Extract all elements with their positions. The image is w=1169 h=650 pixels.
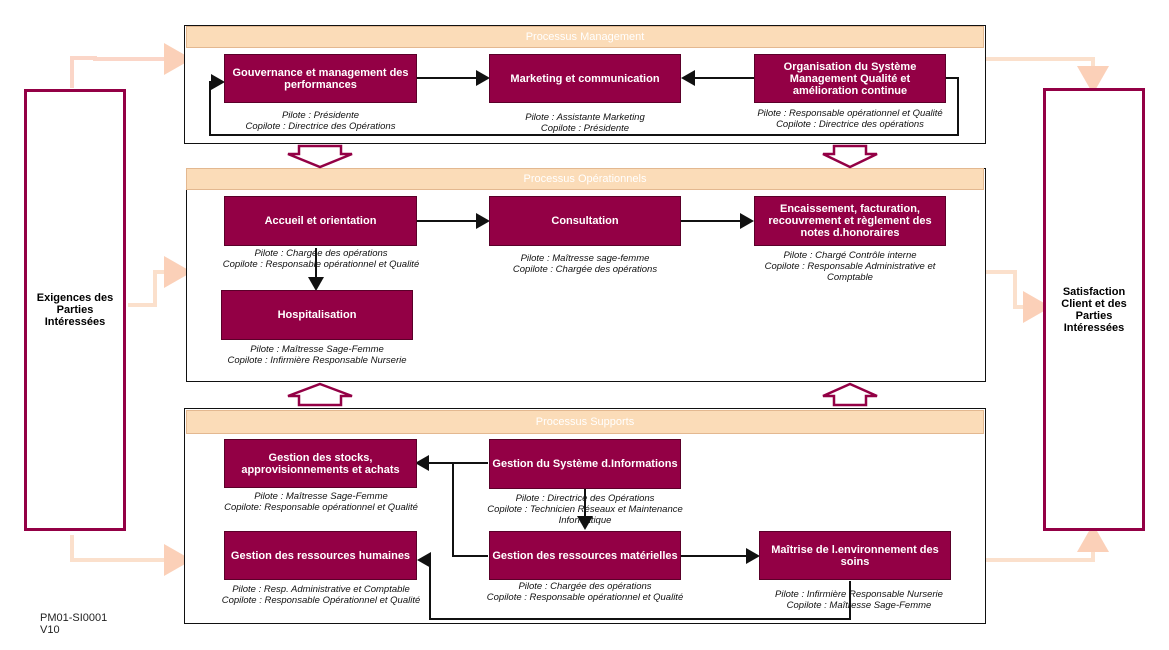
process-si-title: Gestion du Système d.Informations: [492, 458, 678, 470]
pilot-encaissement-copilote: Copilote : Responsable Administrative et…: [764, 261, 936, 283]
pilot-marketing-copilote: Copilote : Présidente: [540, 123, 630, 134]
pilot-environnement-pilote: Pilote : Infirmière Responsable Nurserie: [775, 589, 943, 600]
process-encaissement[interactable]: Encaissement, facturation, recouvrement …: [754, 196, 946, 246]
process-rh-title: Gestion des ressources humaines: [230, 549, 411, 562]
pilot-si-copilote: Copilote : Technicien Réseaux et Mainten…: [487, 504, 683, 526]
pilot-environnement: Pilote : Infirmière Responsable Nurserie…: [752, 589, 966, 611]
requirements-box: Exigences des Parties Intéressées: [24, 89, 126, 531]
process-organisation-title: Organisation du Système Management Quali…: [783, 60, 917, 97]
pilot-materielles-pilote: Pilote : Chargée des opérations: [518, 581, 652, 592]
process-consultation-title: Consultation: [551, 215, 619, 227]
pilot-marketing: Pilote : Assistante Marketing Copilote :…: [485, 112, 685, 134]
pilot-materielles: Pilote : Chargée des opérations Copilote…: [479, 581, 691, 603]
conn-env-rh: [417, 552, 851, 620]
pilot-organisation-pilote: Pilote : Responsable opérationnel et Qua…: [757, 108, 943, 119]
doc-reference: PM01-SI0001 V10: [40, 612, 107, 636]
pilot-encaissement-pilote: Pilote : Chargé Contrôle interne: [783, 250, 917, 261]
process-consultation[interactable]: Consultation: [489, 196, 681, 246]
pilot-organisation: Pilote : Responsable opérationnel et Qua…: [734, 108, 966, 130]
process-hospitalisation-title: Hospitalisation: [277, 309, 357, 321]
process-gouvernance[interactable]: Gouvernance et management des performanc…: [224, 54, 417, 103]
pilot-encaissement: Pilote : Chargé Contrôle interne Copilot…: [748, 250, 952, 283]
up-arrow-left: [287, 382, 353, 407]
process-si[interactable]: Gestion du Système d.Informations: [489, 439, 681, 489]
pilot-gouvernance-pilote: Pilote : Présidente: [281, 110, 360, 121]
pilot-hospitalisation-copilote: Copilote : Infirmière Responsable Nurser…: [227, 355, 407, 366]
process-encaissement-title: Encaissement, facturation, recouvrement …: [768, 203, 932, 239]
pilot-organisation-copilote: Copilote : Directrice des opérations: [776, 119, 924, 130]
pilot-consultation-copilote: Copilote : Chargée des opérations: [512, 264, 658, 275]
pilot-stocks-pilote: Pilote : Maîtresse Sage-Femme: [254, 491, 388, 502]
doc-ref-code: PM01-SI0001: [40, 612, 108, 624]
pilot-stocks-copilote: Copilote: Responsable opérationnel et Qu…: [224, 502, 418, 513]
process-environnement[interactable]: Maîtrise de l.environnement des soins: [759, 531, 951, 580]
process-environnement-title: Maîtrise de l.environnement des soins: [771, 543, 939, 568]
process-accueil-title: Accueil et orientation: [264, 215, 377, 227]
pilot-rh-pilote: Pilote : Resp. Administrative et Comptab…: [232, 584, 410, 595]
right-top-flow: [986, 57, 1109, 94]
operational-header-label: Processus Opérationnels: [523, 173, 647, 185]
satisfaction-box: Satisfaction Client et des Parties Intér…: [1043, 88, 1145, 531]
requirements-label: Exigences des Parties Intéressées: [36, 292, 114, 328]
pilot-rh: Pilote : Resp. Administrative et Comptab…: [202, 584, 440, 606]
pilot-si-pilote: Pilote : Directrice des Opérations: [515, 493, 655, 504]
pilot-hospitalisation: Pilote : Maîtresse Sage-Femme Copilote :…: [227, 344, 407, 366]
process-rh[interactable]: Gestion des ressources humaines: [224, 531, 417, 580]
conn-orga-loop: [209, 74, 959, 136]
process-materielles[interactable]: Gestion des ressources matérielles: [489, 531, 681, 580]
right-bottom-flow: [986, 524, 1109, 562]
pilot-marketing-pilote: Pilote : Assistante Marketing: [525, 112, 645, 123]
pilot-hospitalisation-pilote: Pilote : Maîtresse Sage-Femme: [250, 344, 384, 355]
process-marketing-title: Marketing et communication: [510, 72, 660, 85]
management-header-label: Processus Management: [525, 31, 645, 43]
left-bottom-flow: [70, 535, 192, 576]
pilot-stocks: Pilote : Maîtresse Sage-Femme Copilote: …: [214, 491, 428, 513]
pilot-gouvernance-copilote: Copilote : Directrice des Opérations: [245, 121, 396, 132]
pilot-accueil-pilote: Pilote : Chargée des opérations: [254, 248, 388, 259]
process-stocks[interactable]: Gestion des stocks, approvisionnements e…: [224, 439, 417, 488]
left-top-flow: [70, 43, 192, 88]
pilot-rh-copilote: Copilote : Responsable Opérationnel et Q…: [221, 595, 421, 606]
pilot-consultation: Pilote : Maîtresse sage-femme Copilote :…: [485, 253, 685, 275]
operational-header: Processus Opérationnels: [186, 168, 984, 190]
pilot-materielles-copilote: Copilote : Responsable opérationnel et Q…: [486, 592, 684, 603]
pilot-gouvernance: Pilote : Présidente Copilote : Directric…: [204, 110, 437, 132]
pilot-consultation-pilote: Pilote : Maîtresse sage-femme: [520, 253, 650, 264]
support-header-label: Processus Supports: [535, 416, 635, 428]
process-materielles-title: Gestion des ressources matérielles: [492, 549, 678, 562]
up-arrow-right: [822, 382, 878, 407]
right-mid-flow: [986, 270, 1051, 323]
doc-version: V10: [40, 624, 60, 636]
left-mid-flow: [128, 256, 192, 307]
support-header: Processus Supports: [186, 410, 984, 434]
pilot-si: Pilote : Directrice des Opérations Copil…: [485, 493, 685, 526]
pilot-accueil: Pilote : Chargée des opérations Copilote…: [214, 248, 428, 270]
process-gouvernance-title: Gouvernance et management des performanc…: [232, 66, 409, 91]
down-arrow-left: [287, 144, 353, 169]
satisfaction-label: Satisfaction Client et des Parties Intér…: [1061, 285, 1127, 334]
process-organisation[interactable]: Organisation du Système Management Quali…: [754, 54, 946, 103]
process-stocks-title: Gestion des stocks, approvisionnements e…: [241, 451, 400, 476]
conn-materielles-stocks: [452, 463, 488, 557]
process-accueil[interactable]: Accueil et orientation: [224, 196, 417, 246]
pilot-accueil-copilote: Copilote : Responsable opérationnel et Q…: [222, 259, 420, 270]
management-header: Processus Management: [186, 26, 984, 48]
down-arrow-right: [822, 144, 878, 169]
pilot-environnement-copilote: Copilote : Maîtresse Sage-Femme: [786, 600, 932, 611]
process-marketing[interactable]: Marketing et communication: [489, 54, 681, 103]
process-hospitalisation[interactable]: Hospitalisation: [221, 290, 413, 340]
